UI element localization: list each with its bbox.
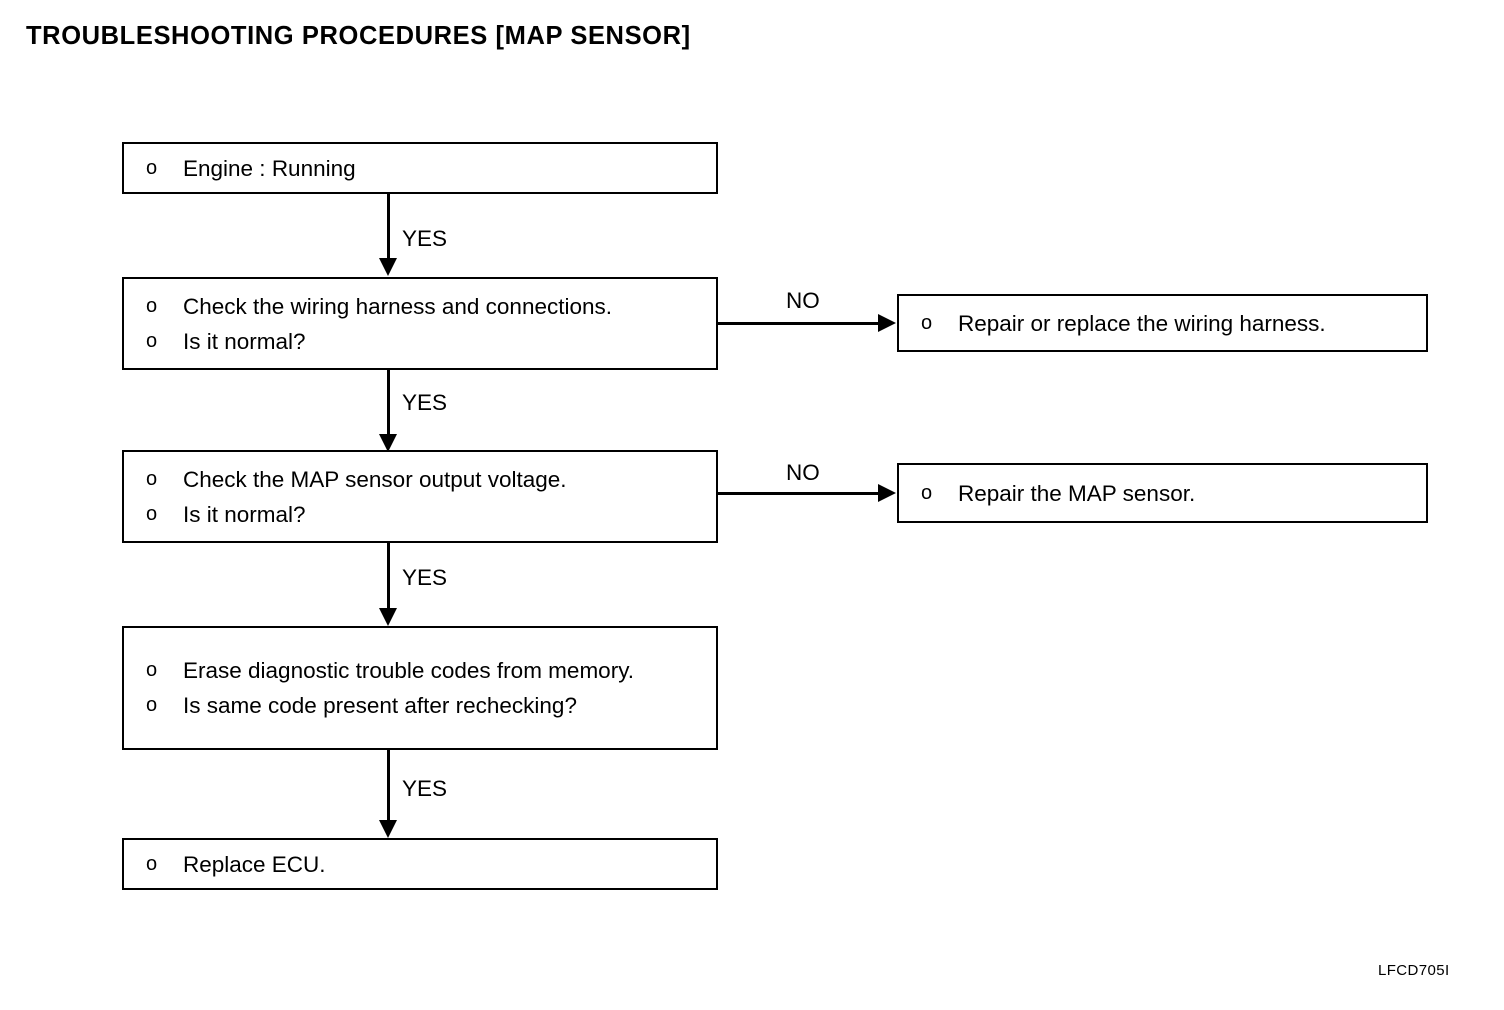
node-repair-wiring-harness-line-1: o Repair or replace the wiring harness. — [921, 306, 1416, 341]
edge-yes-4-line — [387, 750, 390, 822]
node-erase-trouble-codes-line-2: o Is same code present after rechecking? — [146, 688, 706, 723]
node-erase-trouble-codes-lines: o Erase diagnostic trouble codes from me… — [124, 628, 716, 748]
edge-yes-4-label: YES — [402, 776, 448, 801]
node-repair-map-sensor-line-1: o Repair the MAP sensor. — [921, 476, 1416, 511]
node-check-wiring-harness-text-1: Check the wiring harness and connections… — [183, 293, 612, 319]
node-replace-ecu-lines: o Replace ECU. — [124, 840, 716, 888]
node-check-wiring-harness: o Check the wiring harness and connectio… — [122, 277, 718, 370]
node-repair-map-sensor: o Repair the MAP sensor. — [897, 463, 1428, 523]
figure-code: LFCD705I — [1378, 962, 1450, 979]
node-check-map-output-voltage-lines: o Check the MAP sensor output voltage. o… — [124, 452, 716, 541]
edge-no-2-arrowhead — [878, 484, 896, 502]
edge-no-1-label: NO — [786, 288, 820, 313]
node-check-map-output-voltage-text-2: Is it normal? — [183, 501, 306, 527]
edge-no-2-label: NO — [786, 460, 820, 485]
edge-yes-1-label: YES — [402, 226, 448, 251]
node-erase-trouble-codes-text-1: Erase diagnostic trouble codes from memo… — [183, 658, 635, 683]
bullet-icon: o — [921, 481, 933, 504]
edge-no-1-line — [718, 322, 882, 325]
bullet-icon: o — [146, 659, 158, 681]
edge-yes-1-line — [387, 194, 390, 260]
node-replace-ecu-line-1: o Replace ECU. — [146, 847, 706, 882]
edge-no-1-arrowhead — [878, 314, 896, 332]
node-repair-map-sensor-text-1: Repair the MAP sensor. — [958, 480, 1196, 506]
bullet-icon: o — [146, 852, 158, 875]
node-check-map-output-voltage: o Check the MAP sensor output voltage. o… — [122, 450, 718, 543]
edge-yes-2-arrowhead — [379, 434, 397, 452]
edge-yes-3-line — [387, 543, 390, 611]
node-repair-map-sensor-lines: o Repair the MAP sensor. — [899, 465, 1426, 521]
node-engine-running: o Engine : Running — [122, 142, 718, 194]
node-erase-trouble-codes-text-2: Is same code present after rechecking? — [183, 693, 577, 718]
page-title: TROUBLESHOOTING PROCEDURES [MAP SENSOR] — [26, 22, 691, 50]
node-check-map-output-voltage-line-1: o Check the MAP sensor output voltage. — [146, 462, 706, 497]
edge-yes-2-line — [387, 370, 390, 436]
node-check-map-output-voltage-line-2: o Is it normal? — [146, 497, 706, 532]
edge-yes-1-arrowhead — [379, 258, 397, 276]
node-erase-trouble-codes-line-1: o Erase diagnostic trouble codes from me… — [146, 653, 706, 688]
node-check-wiring-harness-line-2: o Is it normal? — [146, 324, 706, 359]
bullet-icon: o — [146, 694, 158, 716]
bullet-icon: o — [146, 294, 158, 317]
bullet-icon: o — [146, 502, 158, 525]
edge-no-2-line — [718, 492, 882, 495]
node-check-wiring-harness-line-1: o Check the wiring harness and connectio… — [146, 289, 706, 324]
bullet-icon: o — [146, 329, 158, 352]
bullet-icon: o — [146, 156, 158, 179]
node-erase-trouble-codes: o Erase diagnostic trouble codes from me… — [122, 626, 718, 750]
node-check-wiring-harness-text-2: Is it normal? — [183, 328, 306, 354]
node-check-map-output-voltage-text-1: Check the MAP sensor output voltage. — [183, 466, 567, 492]
edge-yes-3-arrowhead — [379, 608, 397, 626]
node-check-wiring-harness-lines: o Check the wiring harness and connectio… — [124, 279, 716, 368]
node-engine-running-text-1: Engine : Running — [183, 155, 356, 181]
node-engine-running-lines: o Engine : Running — [124, 144, 716, 192]
bullet-icon: o — [921, 311, 933, 334]
edge-yes-3-label: YES — [402, 565, 448, 590]
edge-yes-2-label: YES — [402, 390, 448, 415]
edge-yes-4-arrowhead — [379, 820, 397, 838]
node-replace-ecu: o Replace ECU. — [122, 838, 718, 890]
bullet-icon: o — [146, 467, 158, 490]
node-repair-wiring-harness: o Repair or replace the wiring harness. — [897, 294, 1428, 352]
node-repair-wiring-harness-lines: o Repair or replace the wiring harness. — [899, 296, 1426, 350]
node-engine-running-line-1: o Engine : Running — [146, 151, 706, 186]
node-repair-wiring-harness-text-1: Repair or replace the wiring harness. — [958, 310, 1326, 336]
node-replace-ecu-text-1: Replace ECU. — [183, 851, 326, 877]
